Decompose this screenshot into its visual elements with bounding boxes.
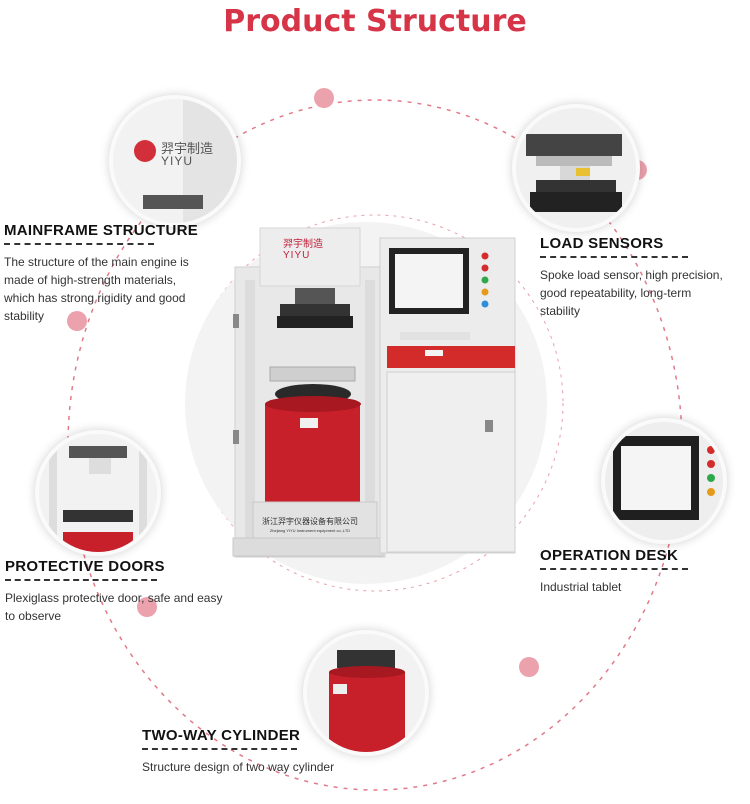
heading-underline — [540, 568, 688, 570]
protective-doors-image — [35, 430, 161, 556]
testing-machine-image — [232, 227, 516, 558]
heading-underline — [4, 243, 154, 245]
feature-heading-load-sensors: LOAD SENSORS — [540, 235, 664, 252]
ring-dot — [137, 597, 157, 617]
plate-cn: 浙江羿宇仪器设备有限公司 — [262, 517, 358, 526]
heading-underline — [540, 256, 688, 258]
plate-en: Zhejiang YIYU Instrument equipment co.,L… — [269, 528, 351, 533]
machine-nameplate: 浙江羿宇仪器设备有限公司 Zhejiang YIYU Instrument eq… — [255, 517, 365, 535]
heading-underline — [5, 579, 157, 581]
load-sensor-image — [512, 104, 640, 232]
feature-heading-protective-doors: PROTECTIVE DOORS — [5, 558, 165, 575]
mainframe-brand-en: YIYU — [161, 154, 194, 168]
feature-text-mainframe: The structure of the main engine is made… — [4, 255, 189, 323]
feature-text-two-way-cylinder: Structure design of two way cylinder — [142, 760, 335, 774]
mainframe-image: 羿宇制造 YIYU — [109, 95, 241, 227]
ring-dot — [519, 657, 539, 677]
mainframe-brand-cn: 羿宇制造 — [161, 141, 214, 156]
heading-underline — [142, 748, 297, 750]
feature-text-protective-doors: Plexiglass protective door, safe and eas… — [5, 591, 223, 623]
ring-dot — [67, 311, 87, 331]
brand-en: YIYU — [283, 250, 311, 261]
feature-text-load-sensors: Spoke load sensor, high precision, good … — [540, 268, 723, 318]
feature-text-operation-desk: Industrial tablet — [540, 580, 622, 594]
feature-heading-two-way-cylinder: TWO-WAY CYLINDER — [142, 727, 301, 744]
ring-dot — [314, 88, 334, 108]
two-way-cylinder-image — [303, 630, 429, 756]
machine-brand-logo: 羿宇制造 YIYU — [283, 239, 323, 261]
operation-desk-image — [601, 418, 727, 544]
brand-cn: 羿宇制造 — [283, 239, 323, 250]
feature-heading-operation-desk: OPERATION DESK — [540, 547, 679, 564]
feature-heading-mainframe: MAINFRAME STRUCTURE — [4, 222, 199, 239]
page-title: Product Structure — [223, 4, 527, 39]
